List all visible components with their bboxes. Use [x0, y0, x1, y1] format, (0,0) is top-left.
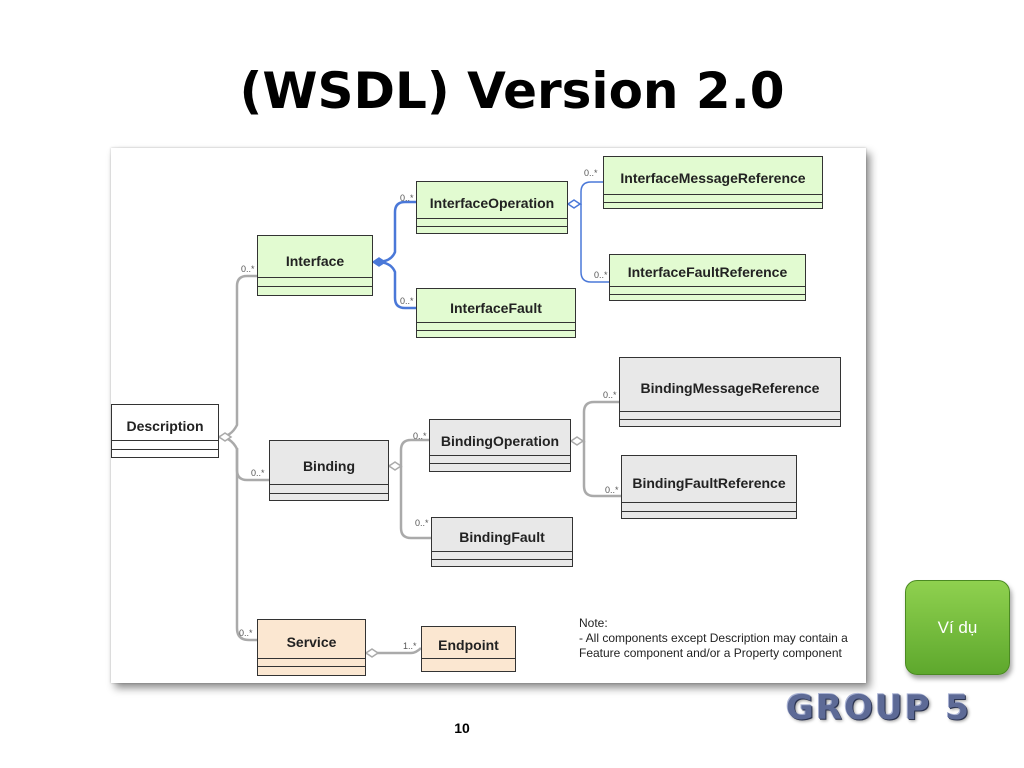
connector-bindingop-faultref — [582, 441, 621, 498]
box-interface-fault-label: InterfaceFault — [450, 300, 542, 316]
aggregation-diamond-bindingop — [569, 436, 585, 446]
box-interface-message-reference-label: InterfaceMessageReference — [620, 170, 806, 186]
connector-bindingop-msgref — [573, 400, 619, 443]
group-5-logo: GROUP 5 — [786, 688, 972, 728]
box-binding: Binding — [269, 440, 389, 501]
mult-service: 0..* — [239, 628, 253, 638]
box-endpoint: Endpoint — [421, 626, 516, 672]
connector-description-service — [235, 448, 257, 642]
connector-interfaceop-msgref — [568, 181, 603, 205]
connector-interface-fault — [376, 260, 416, 310]
aggregation-diamond-interface — [371, 257, 387, 267]
aggregation-diamond-interfaceop — [566, 199, 582, 209]
slide-title: (WSDL) Version 2.0 — [239, 62, 785, 120]
connector-interface-operation — [376, 200, 416, 264]
box-interface-operation-label: InterfaceOperation — [429, 195, 555, 211]
box-binding-operation: BindingOperation — [429, 419, 571, 472]
mult-binding-fault: 0..* — [415, 518, 429, 528]
box-interface-message-reference: InterfaceMessageReference — [603, 156, 823, 209]
aggregation-diamond-binding — [387, 461, 403, 471]
aggregation-diamond-description — [217, 432, 233, 442]
box-binding-fault-label: BindingFault — [459, 529, 545, 545]
mult-interface-fault: 0..* — [400, 296, 414, 306]
box-binding-message-reference-label: BindingMessageReference — [640, 380, 820, 396]
note-heading: Note: — [579, 616, 608, 630]
page-number: 10 — [454, 720, 470, 736]
mult-endpoint: 1..* — [403, 641, 417, 651]
box-interface-fault: InterfaceFault — [416, 288, 576, 338]
diagram-connectors — [217, 181, 621, 658]
box-interface-fault-reference-label: InterfaceFaultReference — [627, 264, 788, 280]
box-service: Service — [257, 619, 366, 676]
mult-binding-fault-reference: 0..* — [605, 485, 619, 495]
connector-binding-fault — [399, 466, 431, 540]
box-description-label: Description — [126, 418, 204, 434]
box-binding-message-reference: BindingMessageReference — [619, 357, 841, 427]
box-binding-fault-reference: BindingFaultReference — [621, 455, 797, 519]
box-service-label: Service — [286, 634, 337, 650]
mult-interface-operation: 0..* — [400, 193, 414, 203]
box-binding-fault-reference-label: BindingFaultReference — [632, 475, 786, 491]
box-binding-operation-label: BindingOperation — [440, 433, 560, 449]
box-interface: Interface — [257, 235, 373, 296]
box-interface-operation: InterfaceOperation — [416, 181, 568, 234]
mult-binding: 0..* — [251, 468, 265, 478]
mult-binding-operation: 0..* — [413, 431, 427, 441]
box-interface-label: Interface — [285, 253, 345, 269]
box-binding-label: Binding — [302, 458, 356, 474]
connector-description-interface — [218, 274, 257, 439]
mult-interface: 0..* — [241, 264, 255, 274]
note-line-1: - All components except Description may … — [579, 631, 848, 645]
mult-binding-message-reference: 0..* — [603, 390, 617, 400]
aggregation-diamond-service — [364, 648, 380, 658]
box-interface-fault-reference: InterfaceFaultReference — [609, 254, 806, 301]
vi-du-button[interactable]: Ví dụ — [905, 580, 1010, 675]
connector-service-endpoint — [366, 647, 422, 655]
box-binding-fault: BindingFault — [431, 517, 573, 567]
diagram-note: Note: - All components except Descriptio… — [579, 616, 869, 661]
mult-interface-message-reference: 0..* — [584, 168, 598, 178]
connector-binding-operation — [389, 438, 429, 468]
wsdl-component-diagram: Description Interface InterfaceOperation… — [111, 148, 866, 683]
note-line-2: Feature component and/or a Property comp… — [579, 646, 842, 660]
box-endpoint-label: Endpoint — [438, 637, 499, 653]
connector-interfaceop-faultref — [580, 204, 609, 283]
box-description: Description — [111, 404, 219, 458]
mult-interface-fault-reference: 0..* — [594, 270, 608, 280]
